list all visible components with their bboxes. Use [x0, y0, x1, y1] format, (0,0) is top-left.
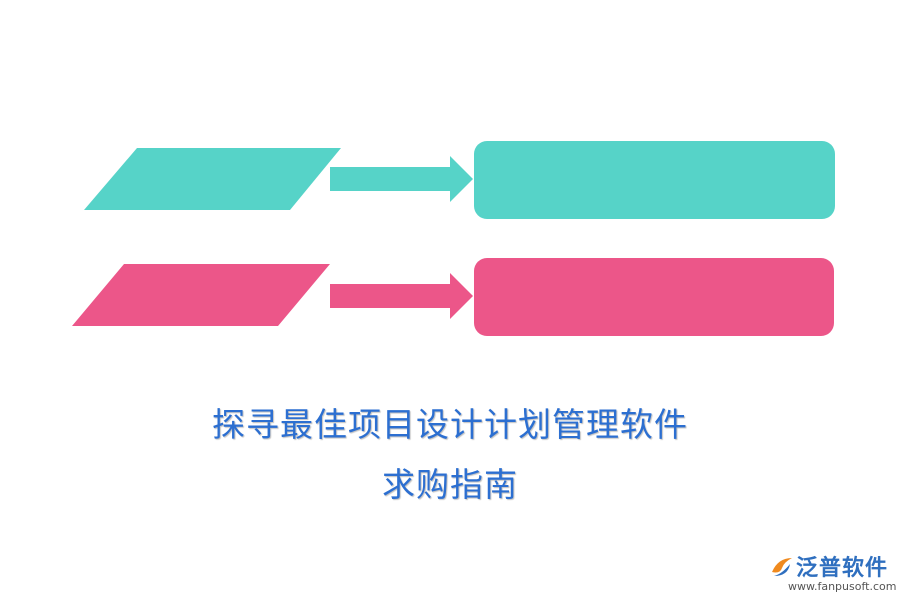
pink-parallelogram — [72, 264, 330, 326]
title-line-1: 探寻最佳项目设计计划管理软件 — [212, 405, 688, 444]
teal-arrow — [330, 156, 473, 202]
title-line-2: 求购指南 — [382, 465, 518, 504]
brand-url: www.fanpusoft.com — [788, 580, 897, 593]
teal-rounded-box — [474, 141, 835, 219]
fanpu-logo-icon — [772, 558, 792, 576]
teal-parallelogram — [84, 148, 341, 210]
pink-arrow — [330, 273, 473, 319]
pink-rounded-box — [474, 258, 834, 336]
brand-logo: 泛普软件 www.fanpusoft.com — [768, 550, 896, 596]
brand-name: 泛普软件 — [796, 556, 889, 581]
flow-diagram — [72, 141, 835, 336]
